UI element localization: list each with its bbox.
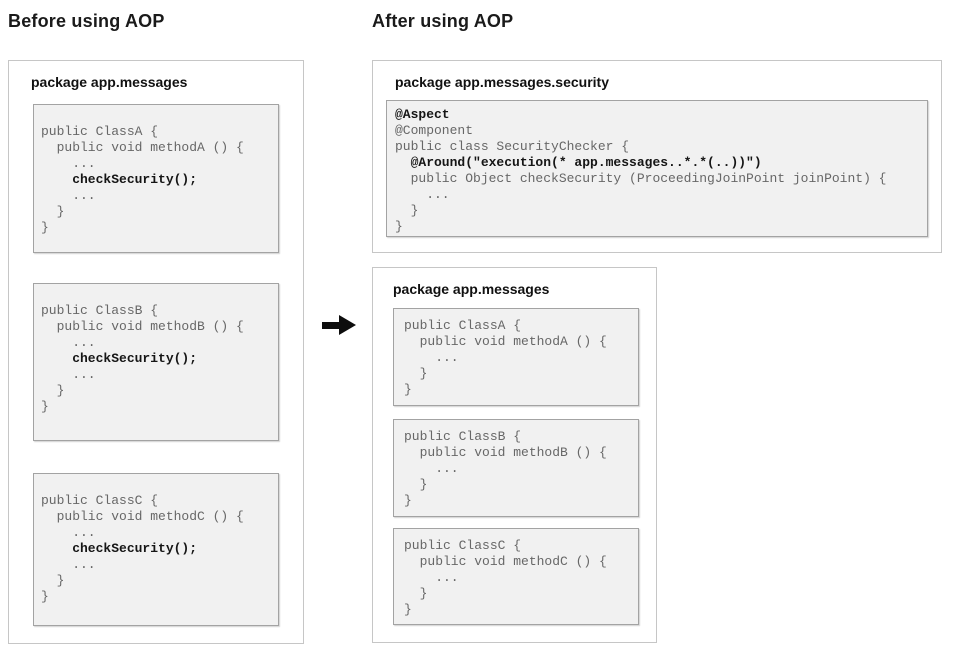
after-class-b-code-box: public ClassB { public void methodB () {… xyxy=(393,419,639,517)
after-column-title: After using AOP xyxy=(372,11,514,31)
security-checker-code-box: @Aspect @Component public class Security… xyxy=(386,100,928,237)
before-package-panel: package app.messages public ClassA { pub… xyxy=(8,60,304,644)
after-class-c-code-box: public ClassC { public void methodC () {… xyxy=(393,528,639,625)
after-messages-package-panel: package app.messages public ClassA { pub… xyxy=(372,267,657,643)
after-security-package-panel: package app.messages.security @Aspect @C… xyxy=(372,60,942,253)
arrow-shaft xyxy=(322,322,340,329)
after-class-a-code-box: public ClassA { public void methodA () {… xyxy=(393,308,639,406)
before-column-title: Before using AOP xyxy=(8,11,165,31)
arrow-head xyxy=(339,315,356,335)
before-class-a-code-box: public ClassA { public void methodA () {… xyxy=(33,104,279,253)
before-class-c-code-box: public ClassC { public void methodC () {… xyxy=(33,473,279,626)
before-class-b-code-box: public ClassB { public void methodB () {… xyxy=(33,283,279,441)
before-package-label: package app.messages xyxy=(31,74,188,90)
right-arrow-icon xyxy=(322,314,356,336)
after-package-label: package app.messages xyxy=(393,281,550,297)
security-package-label: package app.messages.security xyxy=(395,74,610,90)
